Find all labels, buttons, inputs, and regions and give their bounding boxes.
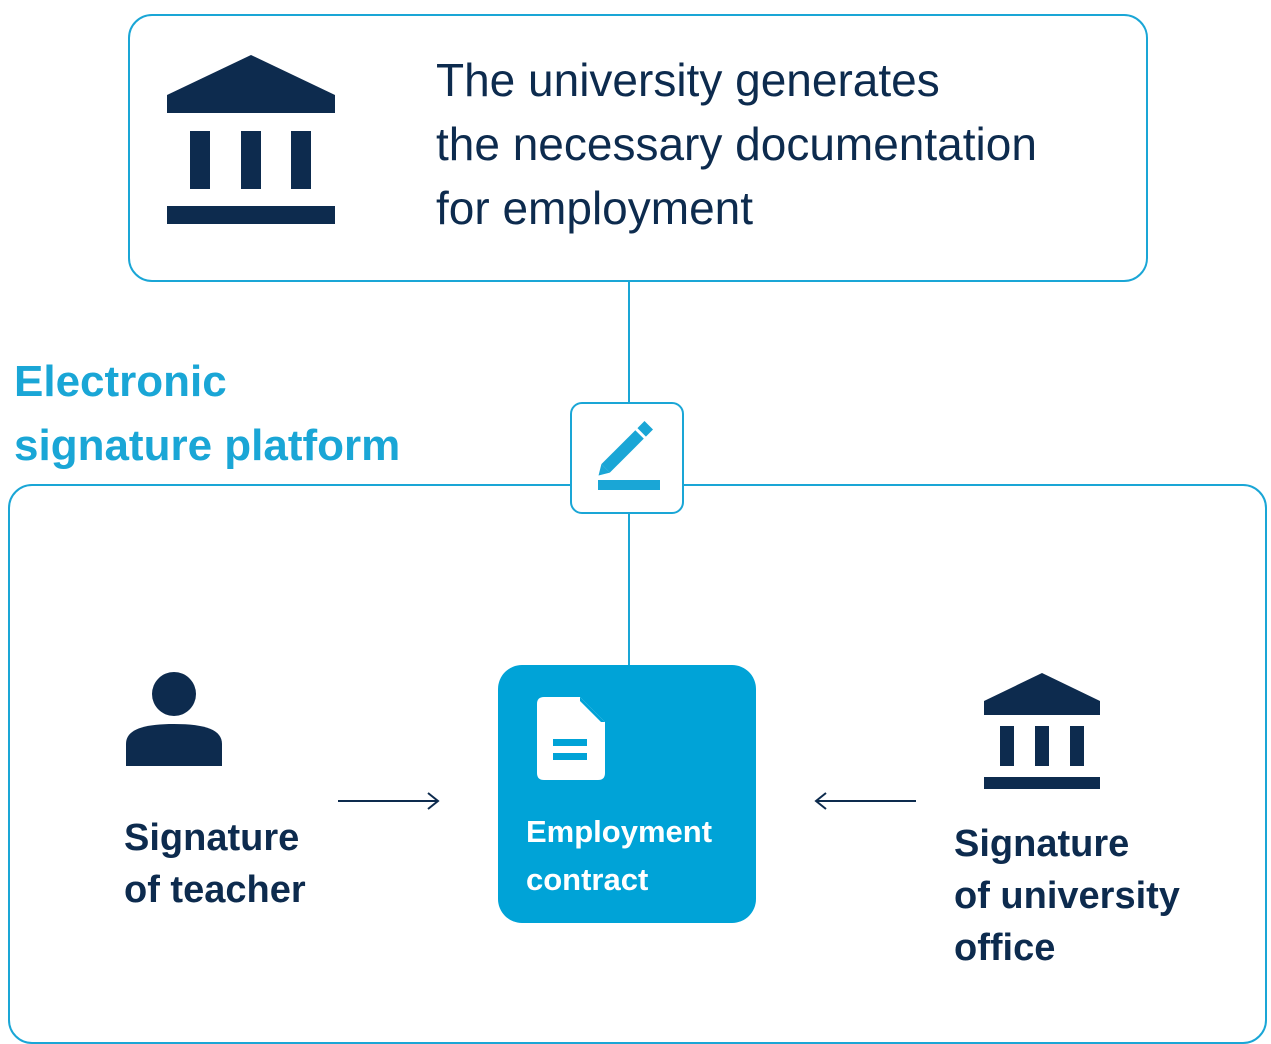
office-label-line: of university — [954, 875, 1180, 917]
top-step-line: The university generates — [436, 54, 940, 106]
teacher-label-line: of teacher — [124, 869, 306, 911]
person-icon — [126, 672, 222, 766]
platform-label-line: signature platform — [14, 421, 401, 470]
office-label-line: office — [954, 927, 1056, 969]
platform-label: Electronic signature platform — [14, 350, 400, 478]
office-label-line: Signature — [954, 823, 1130, 865]
teacher-label-line: Signature — [124, 817, 300, 859]
university-building-icon — [167, 55, 335, 224]
top-step-text: The university generates the necessary d… — [436, 48, 1136, 240]
office-signature-label: Signature of university office — [954, 818, 1180, 974]
university-building-icon — [984, 673, 1100, 789]
teacher-signature-label: Signature of teacher — [124, 812, 306, 916]
document-icon — [537, 697, 605, 780]
connector-line — [628, 514, 630, 665]
top-step-box — [128, 14, 1148, 282]
connector-line — [628, 282, 630, 402]
top-step-line: for employment — [436, 182, 754, 234]
pen-icon-box — [570, 402, 684, 514]
platform-label-line: Electronic — [14, 357, 227, 406]
top-step-line: the necessary documentation — [436, 118, 1037, 170]
arrow-left-icon — [814, 792, 916, 810]
employment-contract-label: Employment contract — [526, 808, 712, 904]
arrow-right-icon — [338, 792, 440, 810]
contract-label-line: Employment — [526, 814, 713, 849]
contract-label-line: contract — [526, 862, 649, 897]
pen-sign-icon — [598, 421, 660, 490]
